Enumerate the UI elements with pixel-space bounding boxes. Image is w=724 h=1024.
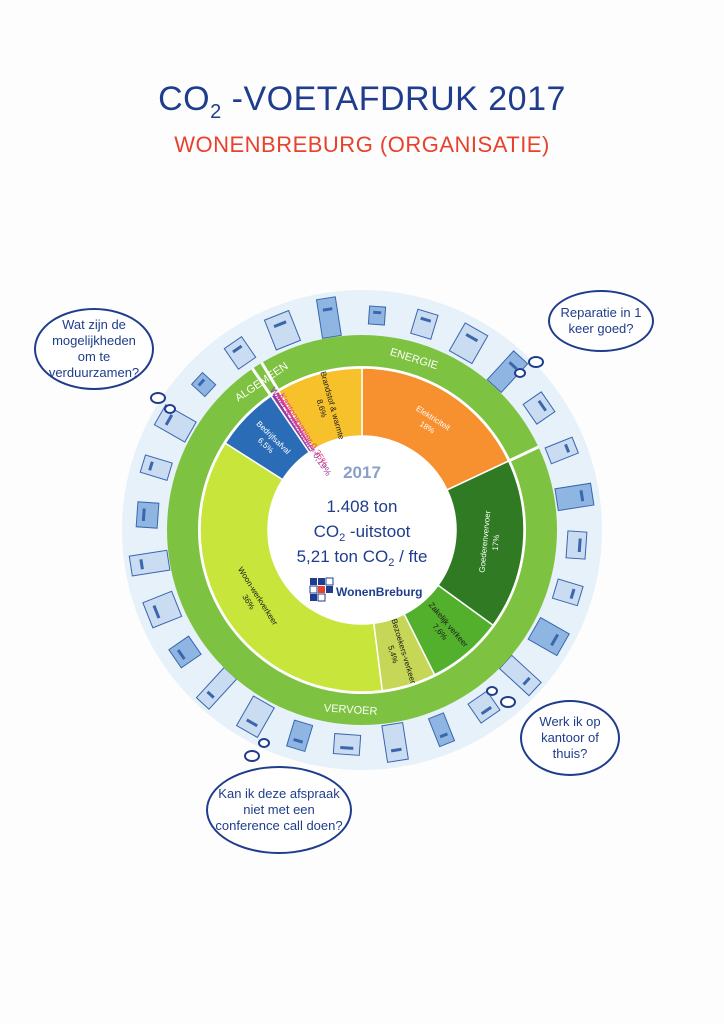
building-icon [153,404,197,443]
bubble-tail-puff [486,686,498,696]
logo-text: WonenBreburg [336,585,422,599]
slice-label-value: 17% [491,534,501,551]
center-total: 1.408 ton [327,497,398,516]
chart-slices [199,367,525,693]
building-icon [315,296,342,339]
building-icon [522,391,556,425]
group-divider [509,445,540,462]
bubble-text-conference-call: Kan ik deze afspraak niet met een confer… [206,766,352,854]
building-icon [551,578,584,607]
building-icon [367,305,387,326]
building-icon [332,733,362,756]
building-icon [410,308,439,340]
building-icon [168,635,202,669]
building-icon [498,654,542,697]
center-year: 2017 [343,463,381,482]
bubble-text-reparatie: Reparatie in 1 keer goed? [548,290,654,352]
building-icon [486,350,529,394]
bubble-tail-puff [164,404,176,414]
chart-center: 2017 1.408 ton CO2 -uitstoot 5,21 ton CO… [297,463,428,602]
page-subtitle: WONENBREBURG (ORGANISATIE) [174,132,550,157]
donut-hole [268,436,456,624]
building-icon [286,719,314,753]
group-label: VERVOER [323,702,377,717]
bubble-tail-puff [528,356,544,368]
building-icon [128,549,171,577]
building-icon [235,695,275,739]
title-rest: -VOETAFDRUK 2017 [221,80,566,118]
title-co: CO [158,80,211,118]
bubble-text-kantoor: Werk ik op kantoor of thuis? [520,700,620,776]
bubble-tail-puff [150,392,166,404]
building-icon [427,712,456,748]
building-icon [554,482,595,512]
group-divider [251,367,272,396]
building-icon [135,501,160,529]
building-icon [467,690,501,724]
bubble-tail-puff [244,750,260,762]
group-divider [260,362,279,391]
center-co2-label: CO2 -uitstoot [314,522,411,544]
bubble-tail-puff [258,738,270,748]
bubble-tail-puff [500,696,516,708]
building-icon [263,309,302,351]
bubble-tail-puff [514,368,526,378]
bubble-text-verduurzamen: Wat zijn de mogelijkheden om te verduurz… [34,308,154,390]
title-subscript: 2 [210,100,222,123]
building-icon [565,530,588,560]
building-icon [381,721,409,763]
building-icon [139,454,173,481]
building-icon [527,616,570,657]
building-icon [142,590,183,629]
building-icon [544,436,580,465]
page-title: CO2 -VOETAFDRUK 2017 [0,80,724,124]
building-icon [190,371,217,398]
center-per-fte: 5,21 ton CO2 / fte [297,547,428,569]
building-icon [223,336,257,370]
building-icon [448,322,489,365]
wonenbreburg-logo: WonenBreburg [309,577,422,602]
